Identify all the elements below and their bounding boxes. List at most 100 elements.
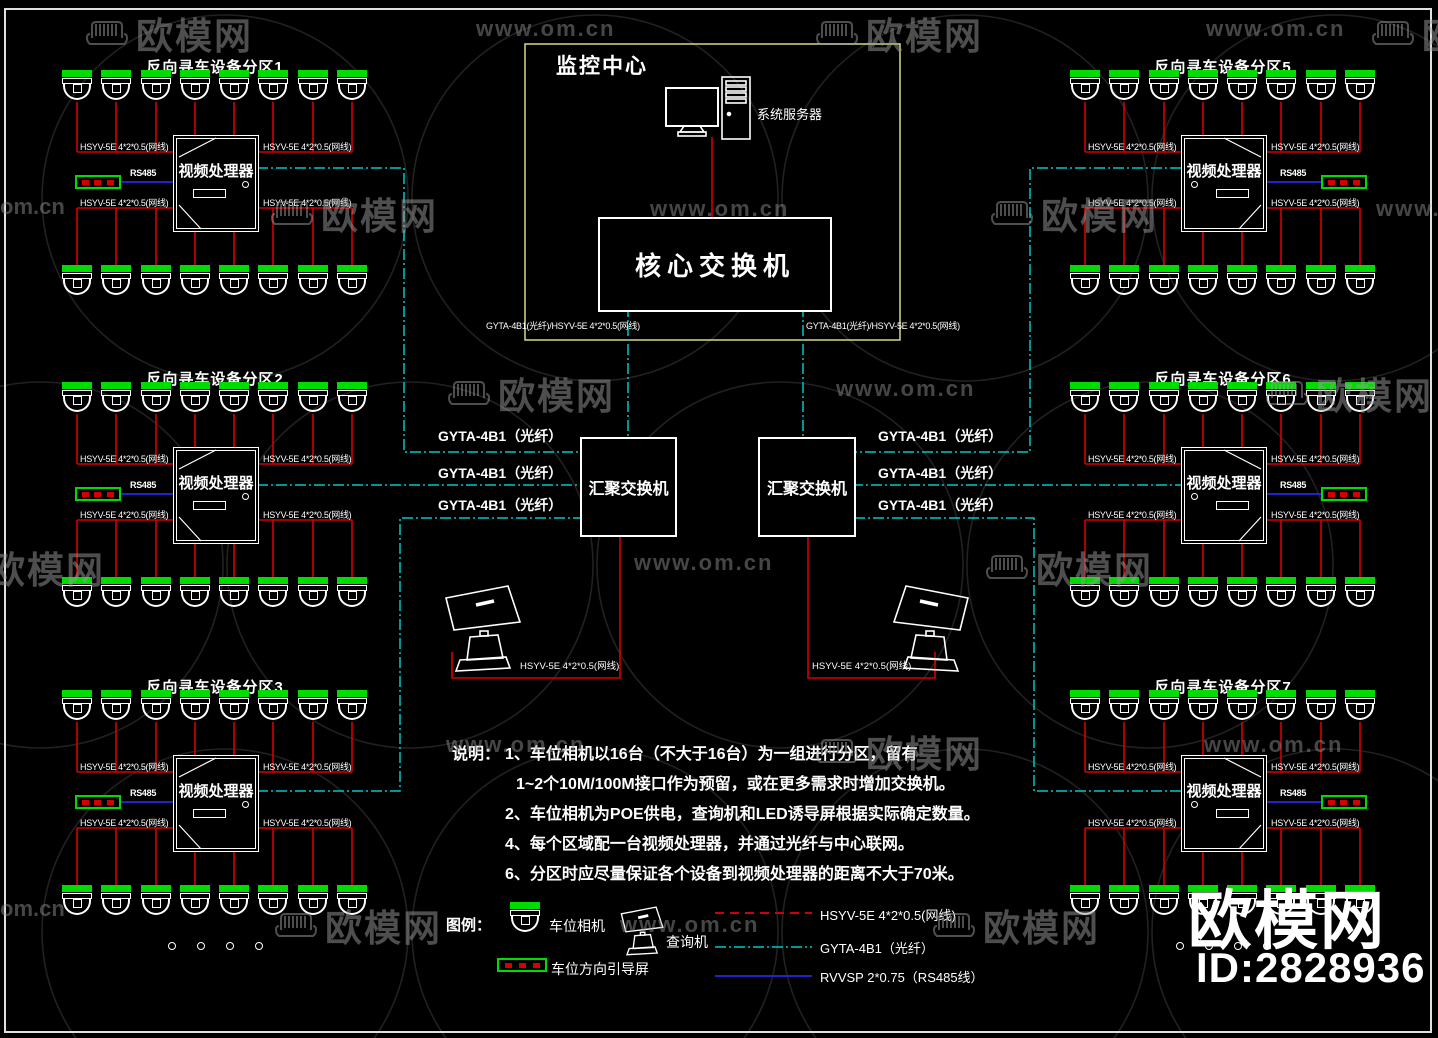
camera-mount-bar: [1227, 265, 1257, 272]
camera-lens: [112, 704, 121, 713]
camera-lens: [1199, 84, 1208, 93]
camera-strip: [258, 893, 288, 899]
watermark-circle: [781, 748, 1149, 1038]
led-segment: [81, 179, 89, 185]
camera-mount-bar: [258, 690, 288, 697]
network-cable-label: HSYV-5E 4*2*0.5(网线): [1271, 510, 1360, 520]
camera-strip: [219, 893, 249, 899]
camera-mount-bar: [1149, 382, 1179, 389]
parking-camera-icon: [62, 690, 92, 724]
camera-mount-bar: [1188, 382, 1218, 389]
camera-mount-bar: [258, 265, 288, 272]
camera-mount-bar: [1188, 885, 1218, 892]
camera-strip: [1345, 390, 1375, 396]
parking-camera-icon: [101, 885, 131, 919]
led-segment: [107, 491, 115, 497]
camera-mount-bar: [62, 885, 92, 892]
note-line: 1、车位相机以16台（不大于16台）为一组进行分区，留有: [505, 746, 918, 763]
camera-mount-bar: [1227, 70, 1257, 77]
camera-lens: [1199, 396, 1208, 405]
parking-camera-icon: [337, 70, 367, 104]
parking-camera-icon: [1306, 690, 1336, 724]
parking-camera-icon: [298, 265, 328, 299]
camera-strip: [1227, 893, 1257, 899]
parking-camera-icon: [1227, 265, 1257, 299]
parking-camera-icon: [258, 577, 288, 611]
camera-mount-bar: [510, 902, 540, 909]
camera-lens: [152, 591, 161, 600]
camera-strip: [180, 698, 210, 704]
parking-camera-icon: [1345, 577, 1375, 611]
camera-mount-bar: [1266, 577, 1296, 584]
camera-lens: [348, 899, 357, 908]
parking-camera-icon: [1188, 885, 1218, 919]
camera-strip: [1227, 585, 1257, 591]
parking-camera-icon: [510, 902, 540, 936]
note-line: 2、车位相机为POE供电，查询机和LED诱导屏根据实际确定数量。: [505, 806, 980, 823]
network-cable-label: HSYV-5E 4*2*0.5(网线): [80, 454, 169, 464]
more-zones-dot: [1176, 942, 1184, 950]
notes-heading: 说明：: [452, 746, 501, 763]
camera-strip: [1188, 78, 1218, 84]
camera-mount-bar: [337, 690, 367, 697]
legend-led-label: 车位方向引导屏: [551, 961, 649, 977]
camera-strip: [1266, 698, 1296, 704]
camera-lens: [1277, 279, 1286, 288]
parking-camera-icon: [101, 70, 131, 104]
parking-camera-icon: [1109, 265, 1139, 299]
camera-mount-bar: [258, 70, 288, 77]
processor-slot: [193, 809, 226, 818]
kiosk-cable-label: HSYV-5E 4*2*0.5(网线): [812, 661, 912, 672]
kiosk-cable-label: HSYV-5E 4*2*0.5(网线): [520, 661, 620, 672]
led-segment: [94, 491, 102, 497]
camera-strip: [1149, 390, 1179, 396]
camera-lens: [1317, 279, 1326, 288]
camera-mount-bar: [101, 577, 131, 584]
fiber-zone1: [257, 167, 580, 453]
fiber-label: GYTA-4B1（光纤）: [878, 428, 1003, 444]
camera-lens: [269, 84, 278, 93]
camera-mount-bar: [219, 690, 249, 697]
camera-mount-bar: [298, 265, 328, 272]
parking-camera-icon: [1070, 70, 1100, 104]
fiber-zone3: [257, 517, 580, 792]
camera-strip: [337, 698, 367, 704]
system-server-label: 系统服务器: [757, 107, 823, 122]
camera-lens: [269, 279, 278, 288]
camera-lens: [230, 704, 239, 713]
camera-mount-bar: [1109, 382, 1139, 389]
parking-camera-icon: [62, 265, 92, 299]
camera-mount-bar: [1149, 690, 1179, 697]
processor-slot: [193, 189, 226, 198]
camera-mount-bar: [1070, 690, 1100, 697]
watermark-circle: [781, 14, 1149, 382]
camera-lens: [1238, 84, 1247, 93]
camera-strip: [258, 585, 288, 591]
camera-strip: [258, 78, 288, 84]
camera-mount-bar: [1345, 885, 1375, 892]
agg-switch-left-box: 汇聚交换机: [580, 437, 677, 537]
camera-strip: [1306, 893, 1336, 899]
camera-mount-bar: [1306, 70, 1336, 77]
camera-strip: [298, 273, 328, 279]
camera-strip: [1306, 585, 1336, 591]
camera-strip: [1149, 893, 1179, 899]
parking-camera-icon: [180, 577, 210, 611]
legend-heading: 图例：: [446, 917, 492, 934]
camera-lens: [1081, 591, 1090, 600]
parking-camera-icon: [180, 265, 210, 299]
camera-mount-bar: [337, 382, 367, 389]
parking-camera-icon: [141, 70, 171, 104]
camera-lens: [112, 591, 121, 600]
parking-camera-icon: [1345, 265, 1375, 299]
parking-camera-icon: [180, 885, 210, 919]
camera-lens: [521, 916, 530, 925]
parking-camera-icon: [1306, 265, 1336, 299]
camera-lens: [1277, 591, 1286, 600]
camera-lens: [1277, 899, 1286, 908]
camera-mount-bar: [337, 577, 367, 584]
parking-camera-icon: [258, 70, 288, 104]
processor-decor: [178, 757, 217, 850]
kiosk-cable-right: [807, 535, 936, 679]
